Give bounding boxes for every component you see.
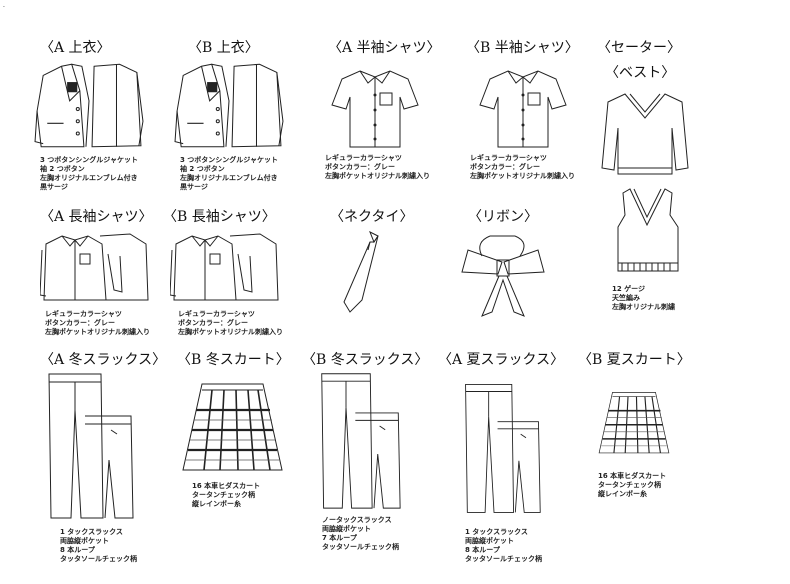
caption-line: 袖 2 つボタン [40, 165, 85, 173]
skirt-icon [180, 380, 285, 475]
caption-line: 黒サージ [40, 183, 68, 191]
short-sleeve-shirt-icon [478, 65, 568, 150]
label-necktie: 〈ネクタイ〉 [330, 209, 414, 225]
caption-line: 左胸オリジナルエンブレム付き [180, 174, 278, 182]
caption-line: ボタンカラー：グレー [178, 319, 248, 327]
caption-line: レギュラーカラーシャツ [45, 310, 122, 318]
caption-b-winter-skirt: 16 本車ヒダスカートタータンチェック柄縦レインボー糸 [192, 482, 260, 509]
short-sleeve-shirt-icon [330, 65, 420, 150]
label-sweater: 〈セーター〉 [597, 40, 681, 56]
caption-a-long-sleeve-shirt: レギュラーカラーシャツボタンカラー：グレー左胸ポケットオリジナル刺繍入り [45, 310, 150, 337]
caption-line: タータンチェック柄 [598, 481, 661, 489]
caption-line: 3 つボタンシングルジャケット [180, 156, 278, 164]
long-sleeve-shirt-icon [40, 230, 150, 305]
caption-line: 8 本ループ [465, 546, 500, 554]
caption-line: 左胸ポケットオリジナル刺繍入り [325, 172, 430, 180]
caption-a-jacket: 3 つボタンシングルジャケット袖 2 つボタン左胸オリジナルエンブレム付き黒サー… [40, 156, 138, 192]
caption-line: 左胸オリジナル刺繍 [612, 303, 675, 311]
caption-line: 袖 2 つボタン [180, 165, 225, 173]
necktie-icon [340, 230, 390, 315]
jacket-icon [173, 60, 285, 152]
caption-line: レギュラーカラーシャツ [470, 154, 547, 162]
label-b-jacket: 〈B 上衣〉 [188, 40, 259, 56]
caption-line: 3 つボタンシングルジャケット [40, 156, 138, 164]
sweater-icon [600, 88, 690, 183]
caption-line: 16 本車ヒダスカート [192, 482, 261, 490]
caption-line: 左胸オリジナルエンブレム付き [40, 174, 138, 182]
slacks-icon [462, 375, 542, 520]
caption-line: 左胸ポケットオリジナル刺繍入り [470, 172, 575, 180]
label-a-short-sleeve-shirt: 〈A 半袖シャツ〉 [328, 40, 441, 56]
label-b-winter-slacks: 〈B 冬スラックス〉 [302, 352, 429, 368]
label-a-jacket: 〈A 上衣〉 [40, 40, 111, 56]
caption-line: レギュラーカラーシャツ [178, 310, 255, 318]
caption-line: レギュラーカラーシャツ [325, 154, 402, 162]
ribbon-icon [460, 232, 545, 322]
slacks-icon [315, 370, 405, 510]
caption-line: 両脇縦ポケット [322, 525, 371, 533]
label-b-short-sleeve-shirt: 〈B 半袖シャツ〉 [466, 40, 579, 56]
caption-line: 16 本車ヒダスカート [598, 472, 667, 480]
caption-line: 1 タックスラックス [60, 528, 123, 536]
caption-line: ボタンカラー：グレー [45, 319, 115, 327]
label-ribbon: 〈リボン〉 [468, 209, 538, 225]
caption-line: 天竺編み [612, 294, 640, 302]
corner-mark: . [3, 2, 5, 9]
label-b-winter-skirt: 〈B 冬スカート〉 [177, 352, 290, 368]
vest-icon [610, 185, 685, 280]
skirt-icon [597, 380, 671, 466]
caption-b-jacket: 3 つボタンシングルジャケット袖 2 つボタン左胸オリジナルエンブレム付き黒サー… [180, 156, 278, 192]
caption-vest: 12 ゲージ天竺編み左胸オリジナル刺繍 [612, 285, 675, 312]
caption-line: ボタンカラー：グレー [470, 163, 540, 171]
caption-a-short-sleeve-shirt: レギュラーカラーシャツボタンカラー：グレー左胸ポケットオリジナル刺繍入り [325, 154, 430, 181]
long-sleeve-shirt-icon [170, 230, 280, 305]
caption-line: 12 ゲージ [612, 285, 646, 293]
label-b-long-sleeve-shirt: 〈B 長袖シャツ〉 [163, 209, 276, 225]
caption-line: タッタソールチェック柄 [465, 555, 542, 563]
caption-line: 左胸ポケットオリジナル刺繍入り [178, 328, 283, 336]
caption-line: タータンチェック柄 [192, 491, 255, 499]
caption-b-long-sleeve-shirt: レギュラーカラーシャツボタンカラー：グレー左胸ポケットオリジナル刺繍入り [178, 310, 283, 337]
caption-line: 縦レインボー糸 [192, 500, 241, 508]
jacket-icon [33, 60, 145, 152]
label-a-winter-slacks: 〈A 冬スラックス〉 [40, 352, 167, 368]
caption-b-summer-skirt: 16 本車ヒダスカートタータンチェック柄縦レインボー糸 [598, 472, 666, 499]
caption-line: 7 本ループ [322, 534, 357, 542]
caption-line: 両脇縦ポケット [60, 537, 109, 545]
caption-line: ノータックスラックス [322, 516, 392, 524]
label-vest: 〈ベスト〉 [605, 65, 676, 81]
caption-line: ボタンカラー：グレー [325, 163, 395, 171]
caption-line: タッタソールチェック柄 [60, 555, 137, 563]
caption-line: 縦レインボー糸 [598, 490, 647, 498]
slacks-icon [45, 370, 135, 520]
caption-line: タッタソールチェック柄 [322, 543, 399, 551]
caption-line: 黒サージ [180, 183, 208, 191]
caption-b-short-sleeve-shirt: レギュラーカラーシャツボタンカラー：グレー左胸ポケットオリジナル刺繍入り [470, 154, 575, 181]
caption-line: 1 タックスラックス [465, 528, 528, 536]
caption-line: 8 本ループ [60, 546, 95, 554]
caption-line: 両脇縦ポケット [465, 537, 514, 545]
caption-line: 左胸ポケットオリジナル刺繍入り [45, 328, 150, 336]
label-a-summer-slacks: 〈A 夏スラックス〉 [438, 352, 565, 368]
label-b-summer-skirt: 〈B 夏スカート〉 [578, 352, 691, 368]
label-a-long-sleeve-shirt: 〈A 長袖シャツ〉 [40, 209, 153, 225]
